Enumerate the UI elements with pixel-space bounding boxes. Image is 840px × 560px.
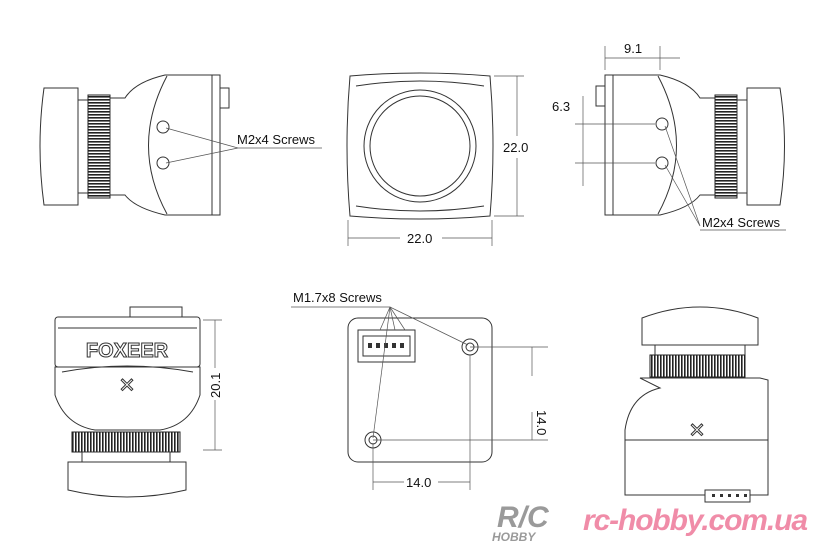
camera-view-branded: FOXEER ✕ 20.1 — [54, 306, 223, 498]
screw-spacing-dimension: 6.3 — [552, 99, 570, 114]
watermark-url: rc-hobby.com.ua — [583, 504, 808, 537]
screws-label-left: M2x4 Screws — [237, 132, 316, 147]
front-height-dimension: 22.0 — [503, 140, 528, 155]
logo-x-icon: ✕ — [119, 375, 136, 397]
body-height-dimension: 20.1 — [208, 373, 223, 398]
screw-hole — [156, 156, 170, 170]
back-view: M1.7x8 Screws 14.0 14.0 — [291, 290, 549, 490]
back-screws-label: M1.7x8 Screws — [293, 290, 382, 305]
back-vertical-dimension: 14.0 — [534, 410, 549, 435]
brand-text: FOXEER — [86, 340, 169, 362]
side-view-right: 9.1 6.3 M2x4 Screws — [552, 41, 786, 231]
camera-view-rear: ✕ — [624, 306, 769, 503]
logo-x-icon: ✕ — [689, 420, 706, 442]
front-width-dimension: 22.0 — [407, 231, 432, 246]
watermark: R/C HOBBY rc-hobby.com.ua — [492, 501, 808, 544]
side-depth-dimension: 9.1 — [624, 41, 642, 56]
watermark-logo-top: R/C — [497, 501, 550, 534]
screw-hole — [156, 120, 170, 134]
side-view-left: M2x4 Screws — [39, 74, 322, 216]
front-view: 22.0 22.0 — [346, 72, 528, 246]
back-horizontal-dimension: 14.0 — [406, 475, 431, 490]
screws-label-right: M2x4 Screws — [702, 215, 781, 230]
watermark-logo-bottom: HOBBY — [492, 530, 536, 544]
